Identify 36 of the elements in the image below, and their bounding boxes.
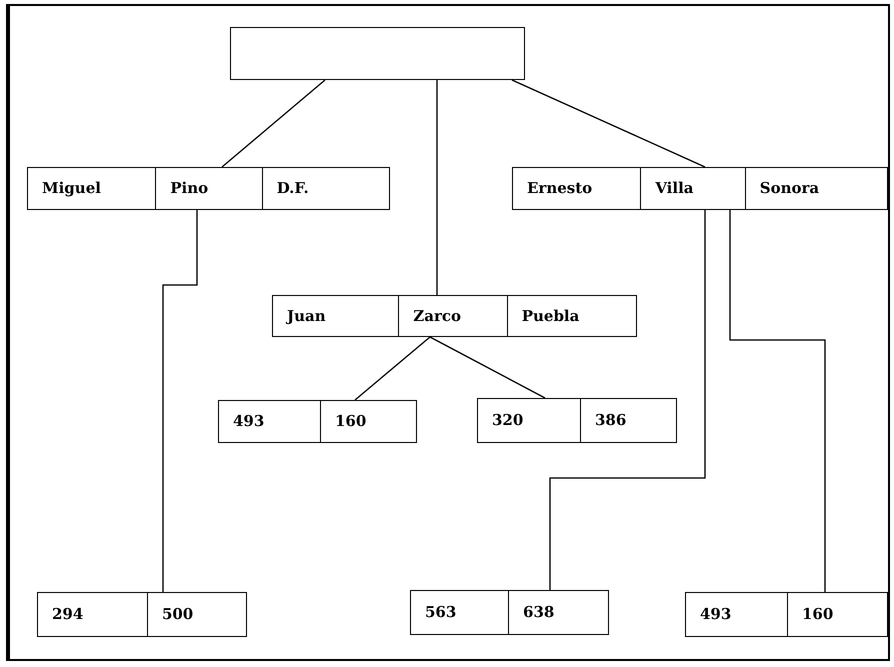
record-field: Juan	[273, 296, 398, 336]
record-field: Villa	[640, 168, 745, 209]
record-box	[410, 590, 609, 635]
record-field: 160	[786, 593, 887, 636]
connector-line	[512, 79, 706, 168]
record-field: 493	[219, 401, 320, 442]
connector-line	[354, 336, 430, 400]
record-field: 638	[508, 591, 608, 634]
record-box	[37, 592, 247, 637]
record-field: D.F.	[262, 168, 389, 209]
record-field: 563	[411, 591, 508, 634]
record-field: 160	[320, 401, 416, 442]
record-box	[218, 400, 417, 443]
record-box	[477, 398, 677, 443]
connector-line	[162, 210, 198, 592]
record-field: Miguel	[28, 168, 156, 209]
empty-box	[230, 27, 525, 80]
record-field: 294	[38, 593, 147, 636]
record-box	[685, 592, 888, 637]
record-field: Sonora	[744, 168, 887, 209]
record-field: 500	[146, 593, 246, 636]
record-field: Puebla	[506, 296, 636, 336]
record-field: Pino	[155, 168, 262, 209]
connector-line	[436, 80, 438, 295]
record-field: 493	[686, 593, 787, 636]
record-field: Zarco	[398, 296, 507, 336]
record-box	[27, 167, 390, 210]
record-field: 320	[478, 399, 580, 442]
record-box	[512, 167, 888, 210]
connector-line	[549, 210, 706, 590]
connector-line	[222, 80, 326, 168]
connector-line	[729, 210, 826, 592]
connector-line	[430, 336, 546, 399]
record-box	[272, 295, 637, 337]
record-field: 386	[580, 399, 676, 442]
record-field: Ernesto	[513, 168, 640, 209]
